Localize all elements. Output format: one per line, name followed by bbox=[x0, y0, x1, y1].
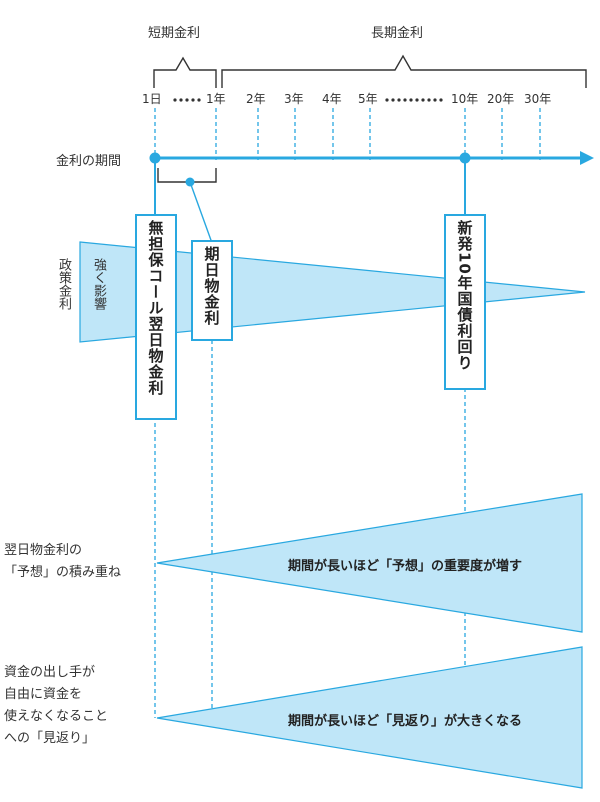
tick-30y: 30年 bbox=[524, 92, 552, 106]
timeline-label: 金利の期間 bbox=[56, 154, 122, 169]
tick-2y: 2年 bbox=[246, 92, 266, 106]
short-term-label: 短期金利 bbox=[148, 26, 201, 41]
policy-rate-label: 政策金利 bbox=[56, 258, 71, 310]
tick-4y: 4年 bbox=[322, 92, 342, 106]
term-connector bbox=[189, 181, 213, 244]
expectation-note: 翌日物金利の 「予想」の積み重ね bbox=[4, 540, 121, 584]
tick-20y: 20年 bbox=[487, 92, 515, 106]
jgb10-text: 新発10年国債利回り bbox=[455, 220, 474, 371]
long-term-label: 長期金利 bbox=[371, 26, 424, 41]
ellipsis-dots-short bbox=[173, 98, 201, 102]
strong-influence-label: 強く影響 bbox=[91, 258, 106, 310]
tick-10y: 10年 bbox=[451, 92, 479, 106]
expectation-wedge bbox=[156, 493, 583, 633]
tick-1day: 1日 bbox=[142, 92, 162, 106]
expectation-note-line-2: 「予想」の積み重ね bbox=[4, 565, 122, 580]
return-note-line-3: 使えなくなること bbox=[4, 709, 109, 724]
ellipsis-dots-long bbox=[385, 98, 443, 102]
term-rate-text: 期日物金利 bbox=[202, 246, 221, 326]
expectation-note-line-1: 翌日物金利の bbox=[4, 543, 83, 558]
term-rate-box: 期日物金利 bbox=[191, 240, 233, 341]
timeline-arrowhead bbox=[580, 151, 594, 165]
tick-guides bbox=[215, 108, 541, 160]
return-note-line-4: への「見返り」 bbox=[4, 731, 96, 746]
long-guides bbox=[154, 108, 466, 768]
return-note-line-1: 資金の出し手が bbox=[4, 665, 96, 680]
tick-1y: 1年 bbox=[206, 92, 226, 106]
expectation-wedge-text: 期間が長いほど「予想」の重要度が増す bbox=[288, 559, 523, 574]
call-rate-box: 無担保コール翌日物金利 bbox=[135, 214, 177, 420]
tick-5y: 5年 bbox=[358, 92, 378, 106]
long-term-brace bbox=[221, 54, 587, 88]
return-wedge bbox=[156, 646, 583, 789]
jgb10-box: 新発10年国債利回り bbox=[444, 214, 486, 390]
short-term-brace bbox=[153, 56, 217, 88]
return-note: 資金の出し手が 自由に資金を 使えなくなること への「見返り」 bbox=[4, 662, 108, 750]
call-rate-text: 無担保コール翌日物金利 bbox=[146, 220, 165, 396]
return-wedge-text: 期間が長いほど「見返り」が大きくなる bbox=[288, 714, 523, 729]
tick-3y: 3年 bbox=[284, 92, 304, 106]
return-note-line-2: 自由に資金を bbox=[4, 687, 83, 702]
